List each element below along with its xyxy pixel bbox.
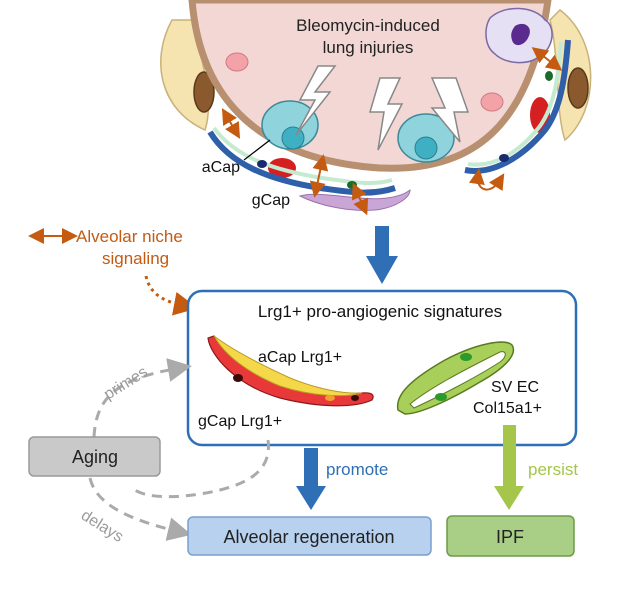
capillary-right-inner bbox=[467, 41, 563, 167]
primes-label: primes bbox=[101, 364, 151, 404]
lightning-icon bbox=[430, 77, 470, 143]
rbc-icon bbox=[480, 92, 504, 112]
sv-ec-label: SV EC bbox=[491, 379, 539, 396]
persist-arrow-icon bbox=[494, 425, 524, 510]
nucleus-icon bbox=[257, 160, 267, 168]
ipf-box bbox=[446, 515, 575, 557]
rbc-dark-icon bbox=[530, 97, 550, 133]
injury-title-line2: lung injuries bbox=[323, 38, 414, 57]
acap-label: aCap bbox=[202, 159, 240, 176]
gcap-label: gCap bbox=[252, 192, 290, 209]
aging-label: Aging bbox=[72, 447, 118, 467]
alveolus-illustration: Bleomycin-induced lung injuries aCap gCa… bbox=[160, 0, 592, 216]
signature-box-title: Lrg1+ pro-angiogenic signatures bbox=[258, 302, 502, 321]
regeneration-label: Alveolar regeneration bbox=[223, 527, 394, 547]
signaling-arrow-icon bbox=[221, 108, 241, 139]
delays-label: delays bbox=[78, 507, 126, 546]
acap-lrg1-label: aCap Lrg1+ bbox=[258, 349, 342, 366]
signaling-arrow-icon bbox=[351, 182, 369, 216]
nucleus-icon bbox=[499, 154, 509, 162]
delays-arrow bbox=[88, 477, 192, 541]
cap-lrg1-cell-icon bbox=[207, 335, 374, 407]
persist-label: persist bbox=[528, 460, 578, 479]
macrophage-right-icon bbox=[397, 113, 455, 163]
macrophage-left-icon bbox=[261, 100, 319, 150]
aging-box bbox=[28, 436, 161, 477]
legend-dotted-arrow bbox=[144, 275, 198, 316]
signature-box: Lrg1+ pro-angiogenic signatures aCap Lrg… bbox=[186, 289, 578, 447]
col15a1-label: Col15a1+ bbox=[473, 400, 542, 417]
primes-arrow bbox=[92, 358, 192, 438]
rbc-icon bbox=[225, 52, 249, 72]
lightning-icon bbox=[295, 65, 337, 136]
down-arrow-icon bbox=[366, 226, 398, 284]
injury-title-line1: Bleomycin-induced bbox=[296, 16, 440, 35]
nucleus-icon bbox=[545, 71, 553, 81]
legend-line2: signaling bbox=[102, 249, 169, 268]
regeneration-box bbox=[187, 516, 432, 556]
gcap-to-aging-dash bbox=[131, 439, 270, 499]
nucleus-right-icon bbox=[567, 67, 589, 109]
acap-pointer bbox=[243, 139, 271, 161]
signaling-arrow-icon bbox=[309, 154, 329, 198]
legend: Alveolar niche signaling bbox=[28, 227, 198, 316]
nucleus-icon bbox=[347, 181, 357, 189]
promote-label: promote bbox=[326, 460, 388, 479]
nucleus-left-icon bbox=[193, 71, 215, 113]
promote-arrow-icon bbox=[296, 448, 326, 510]
signaling-arrow-icon bbox=[531, 47, 563, 71]
legend-line1: Alveolar niche bbox=[76, 227, 183, 246]
gcap-lrg1-label: gCap Lrg1+ bbox=[198, 413, 282, 430]
signaling-arrow-icon bbox=[468, 168, 505, 192]
lightning-icon bbox=[368, 77, 404, 151]
sv-ec-cell-icon bbox=[396, 341, 515, 415]
ipf-label: IPF bbox=[496, 527, 524, 547]
